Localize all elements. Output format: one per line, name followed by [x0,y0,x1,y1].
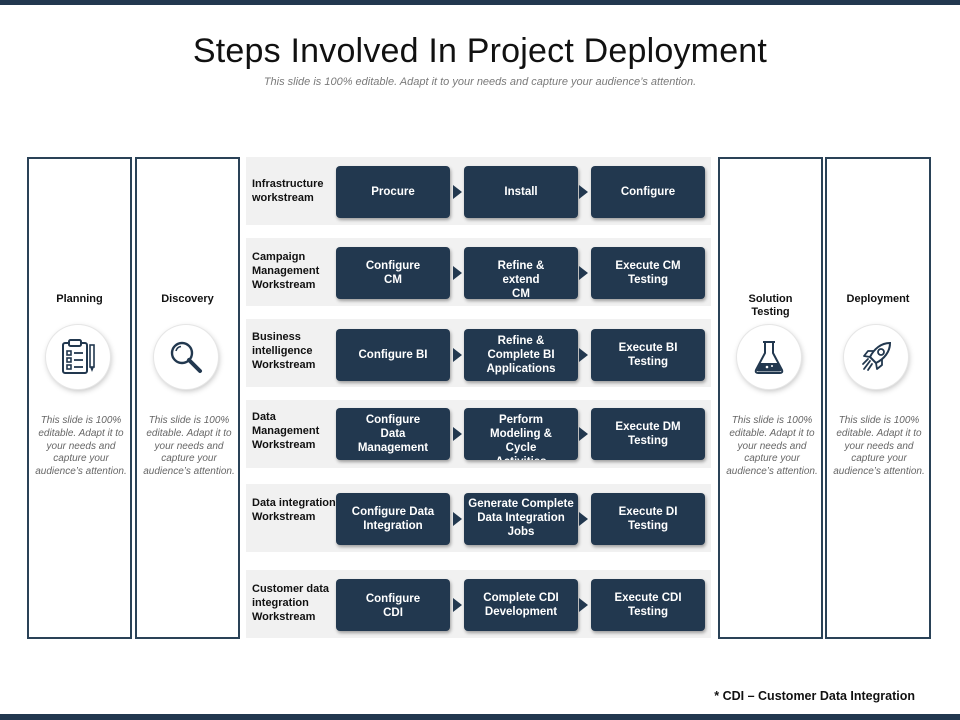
page-title: Steps Involved In Project Deployment [192,32,768,70]
step-box: Execute BI Testing [591,329,705,381]
phase-solution-testing: Solution Testing This slide is 100% edit… [718,157,823,639]
rocket-icon [862,341,892,371]
step-box: Configure [591,166,705,218]
step-box: Execute DM Testing [591,408,705,460]
step-label: Procure [371,186,415,198]
arrow-icon [453,512,462,526]
arrow-icon [453,348,462,362]
arrow-icon [579,348,588,362]
step-box: Execute CDI Testing [591,579,705,631]
step-label: Configure CM [365,260,421,286]
arrow-icon [579,512,588,526]
step-box: Configure CDI [336,579,450,631]
phase-label: Planning [56,293,103,305]
arrow-icon [453,427,462,441]
step-label: Refine & Complete BI Applications [486,335,556,375]
arrow-icon [453,598,462,612]
clipboard-checklist-icon [62,339,95,374]
phase-label: Solution Testing [748,293,793,318]
step-box: Complete CDI Development [464,579,578,631]
workstream-label: Customer data integration Workstream [252,583,330,623]
workstream-row-data-integration: Data integration Workstream Configure Da… [246,484,711,552]
step-label: Configure Data Integration [351,506,435,532]
workstream-label: Campaign Management Workstream [252,251,320,291]
phase-planning: Planning This slide is 100% editable. Ad… [27,157,132,639]
workstream-row-customer-data-integration: Customer data integration Workstream Con… [246,570,711,638]
step-box: Configure CM [336,247,450,299]
arrow-icon [453,266,462,280]
icon-circle [154,325,218,389]
step-box: Configure Data Management [336,408,450,460]
flask-icon [754,341,784,374]
step-box: Refine & extend CM [464,247,578,299]
phase-discovery: Discovery This slide is 100% editable. A… [135,157,240,639]
step-box: Install [464,166,578,218]
step-label: Refine & extend CM [497,260,545,299]
icon-circle [737,325,801,389]
phase-description: This slide is 100% editable. Adapt it to… [833,415,925,478]
step-label: Complete CDI Development [483,592,559,618]
icon-circle [46,325,110,389]
step-box: Configure BI [336,329,450,381]
workstream-row-infrastructure: Infrastructure workstream Procure Instal… [246,157,711,225]
footnote: * CDI – Customer Data Integration [714,689,915,703]
step-label: Configure [620,186,676,198]
step-label: Perform Modeling & Cycle Activities [490,414,552,460]
step-box: Procure [336,166,450,218]
arrow-icon [579,598,588,612]
step-label: Execute BI Testing [618,342,678,368]
phase-description: This slide is 100% editable. Adapt it to… [726,415,818,478]
workstream-label: Business intelligence Workstream [252,331,316,371]
step-label: Execute DM Testing [615,421,681,447]
step-box: Refine & Complete BI Applications [464,329,578,381]
step-label: Configure Data Management [357,414,429,454]
step-label: Execute CDI Testing [614,592,682,618]
step-box: Execute CM Testing [591,247,705,299]
step-label: Generate Complete Data Integration Jobs [468,498,574,538]
step-label: Configure BI [358,349,428,361]
magnifier-icon [170,341,202,373]
icon-circle [844,325,908,389]
workstream-label: Infrastructure workstream [252,178,324,204]
workstream-row-business-intelligence: Business intelligence Workstream Configu… [246,319,711,387]
workstream-row-campaign-management: Campaign Management Workstream Configure… [246,238,711,306]
step-label: Configure CDI [365,593,421,619]
step-label: Execute CM Testing [615,260,681,286]
step-box: Perform Modeling & Cycle Activities [464,408,578,460]
step-label: Install [504,186,538,198]
step-box: Execute DI Testing [591,493,705,545]
phase-description: This slide is 100% editable. Adapt it to… [143,415,235,478]
arrow-icon [579,427,588,441]
step-box: Configure Data Integration [336,493,450,545]
step-label: Execute DI Testing [618,506,678,532]
phase-description: This slide is 100% editable. Adapt it to… [35,415,127,478]
arrow-icon [579,185,588,199]
arrow-icon [579,266,588,280]
workstream-label: Data Management Workstream [252,411,320,451]
phase-label: Discovery [161,293,214,305]
step-box: Generate Complete Data Integration Jobs [464,493,578,545]
workstream-label: Data integration Workstream [252,497,336,523]
page-subtitle: This slide is 100% editable. Adapt it to… [263,76,697,88]
top-accent-bar [0,0,960,5]
bottom-accent-bar [0,714,960,720]
phase-label: Deployment [846,293,910,305]
phase-deployment: Deployment This slide is 100% editable. … [825,157,931,639]
workstream-row-data-management: Data Management Workstream Configure Dat… [246,400,711,468]
arrow-icon [453,185,462,199]
